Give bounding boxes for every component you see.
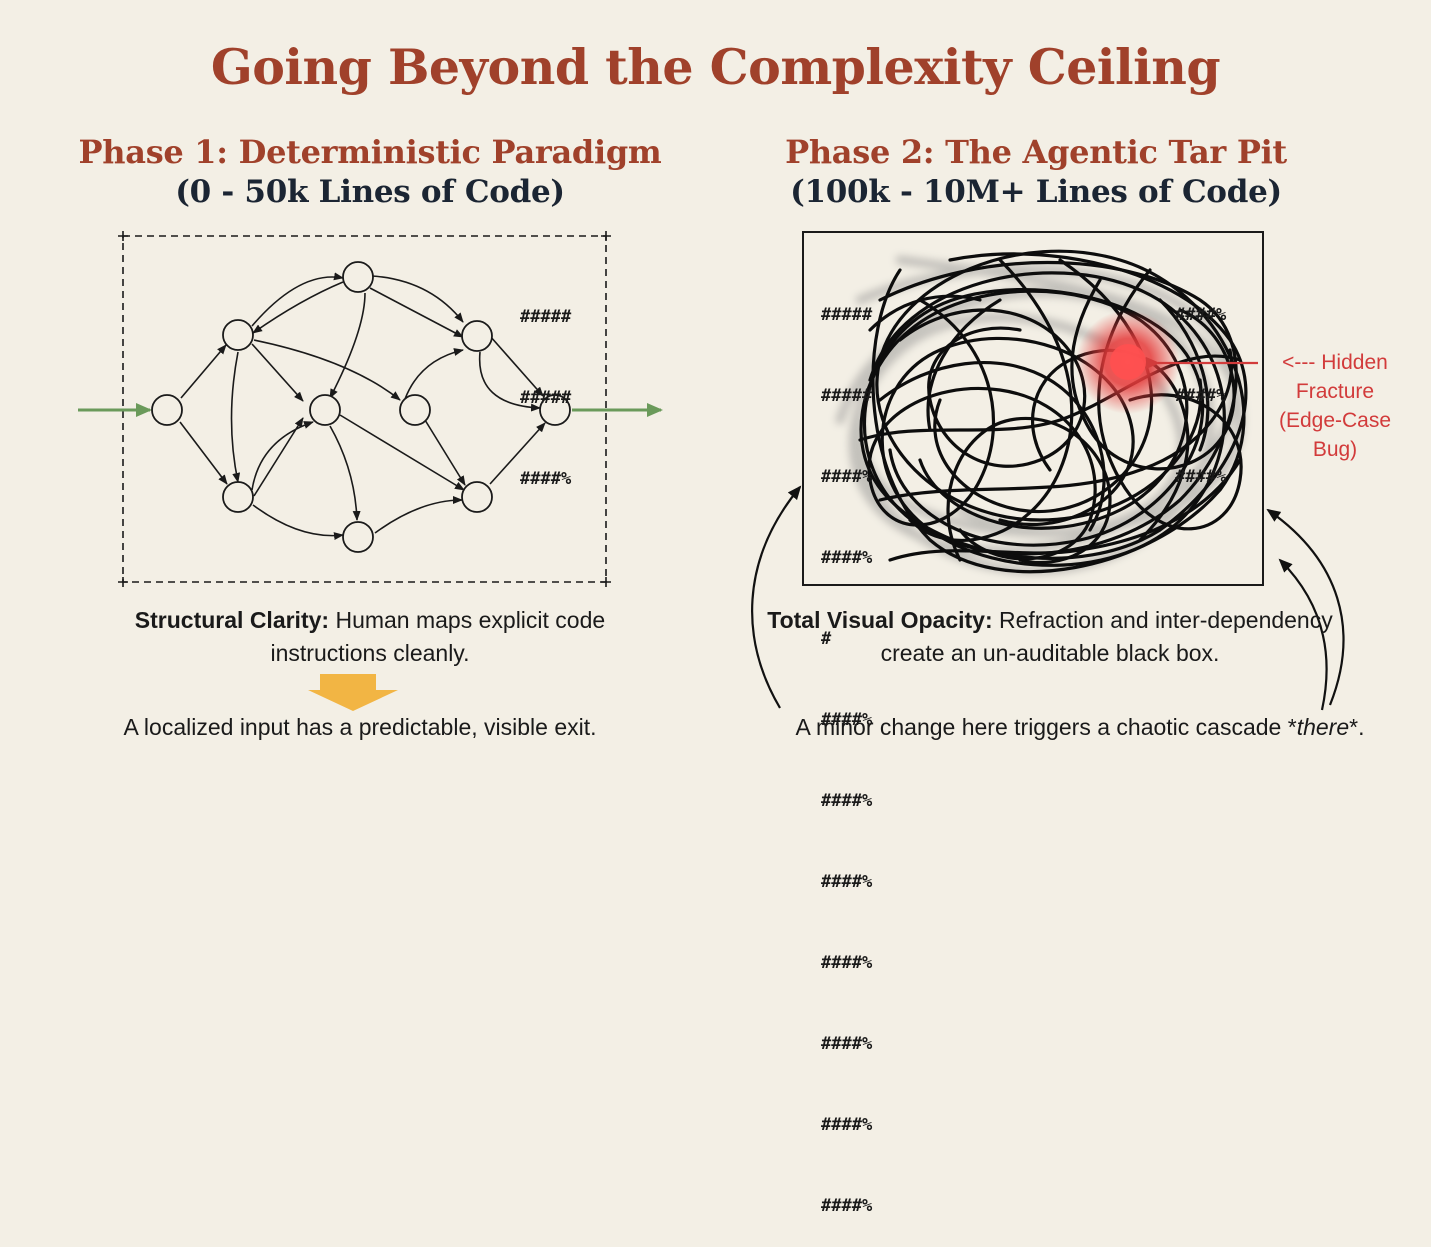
phase2-heading: Phase 2: The Agentic Tar Pit (100k - 10M… [736,132,1336,212]
graph-node [151,394,183,426]
hash-line: # [821,629,832,649]
caption-text: Refraction and inter-dependency create a… [880,607,1333,666]
graph-node [461,481,493,513]
phase1-edges [179,272,546,541]
hash-line: ####% [821,548,873,568]
cascade-arrow-left [751,485,802,709]
hash-line: ####% [821,791,873,811]
phase1-hash-block: ##### ##### ####% [520,250,571,520]
caption-bold: Total Visual Opacity: [767,607,993,633]
note-line: (Edge-Case [1278,409,1392,432]
footer-emphasis: there [1296,714,1350,740]
phase1-footer: A localized input has a predictable, vis… [123,714,597,740]
hash-line: ##### [821,386,873,406]
graph-node [342,521,374,553]
diagram-canvas [78,231,1345,711]
tangle-scribble [858,249,1248,574]
graph-node [342,261,374,293]
phase1-frame [118,231,611,587]
graph-node [222,319,254,351]
phase2-hash-left: ##### ##### ####% ####% # ####% ####% ##… [821,248,872,1247]
down-arrow [308,674,398,711]
graph-node [399,394,431,426]
hash-line: ####% [520,469,572,489]
phase1-caption: Structural Clarity: Human maps explicit … [90,604,650,670]
graph-node [309,394,341,426]
black-box-frame [802,231,1264,586]
graph-node [222,481,254,513]
hash-line: ####% [1175,386,1227,406]
hash-line: ####% [821,953,873,973]
graph-node [461,320,493,352]
graph-node [539,394,571,426]
hash-line: ####% [1175,305,1227,325]
hash-line: ####% [821,710,873,730]
note-line: <--- Hidden [1282,351,1388,374]
hash-line: ##### [520,307,572,327]
note-line: Fracture [1295,380,1375,403]
phase1-title: Phase 1: Deterministic Paradigm [78,133,662,171]
phase2-title: Phase 2: The Agentic Tar Pit [785,133,1287,171]
hash-line: ##### [821,305,873,325]
hidden-fracture-core [1110,344,1146,380]
phase2-caption: Total Visual Opacity: Refraction and int… [760,604,1340,670]
hash-line: ####% [821,872,873,892]
phase1-heading: Phase 1: Deterministic Paradigm (0 - 50k… [70,132,670,212]
hash-line: ####% [1175,467,1227,487]
phase1-subtitle: (0 - 50k Lines of Code) [175,174,565,210]
phase2-subtitle: (100k - 10M+ Lines of Code) [790,174,1282,210]
cascade-arrow-right-lower [1278,558,1328,711]
phase2-hash-right: ####% ####% ####% [1175,248,1226,518]
hash-line: ####% [821,1115,873,1135]
hash-line: ####% [821,467,873,487]
phase2-footer: A minor change here triggers a chaotic c… [740,714,1420,741]
caption-bold: Structural Clarity: [134,607,330,633]
caption-text: Human maps explicit code instructions cl… [270,607,606,666]
footer-text-end: *. [1349,714,1365,740]
hash-line: ##### [520,388,572,408]
note-line: Bug) [1312,438,1358,461]
hash-line: ####% [821,1034,873,1054]
hash-line: ####% [821,1196,873,1216]
page-title: Going Beyond the Complexity Ceiling [210,38,1221,96]
hidden-fracture-note: <--- Hidden Fracture (Edge-Case Bug) [1250,348,1420,464]
footer-text: A minor change here triggers a chaotic c… [795,714,1297,740]
cascade-arrow-right-upper [1266,508,1345,706]
